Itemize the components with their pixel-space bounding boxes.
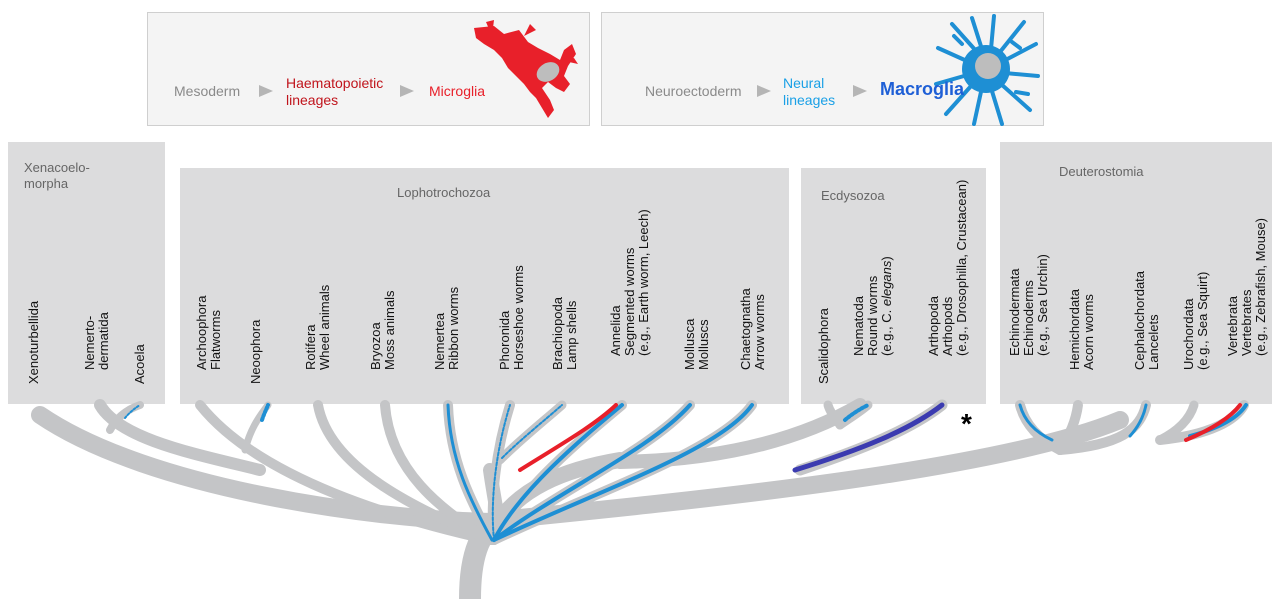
legend-neural-line1: Neural bbox=[783, 75, 825, 91]
group-title-xenacoelomorpha-1: Xenacoelo- bbox=[24, 160, 90, 175]
legend-microglia-box: Mesoderm Haematopoietic lineages Microgl… bbox=[147, 12, 590, 126]
neural-branch-echinodermata bbox=[1018, 403, 1054, 442]
arrow-right-icon bbox=[400, 85, 414, 97]
arrow-right-icon bbox=[757, 85, 771, 97]
asterisk-annotation: * bbox=[961, 408, 972, 439]
legend-origin-mesoderm: Mesoderm bbox=[174, 83, 241, 99]
branch-bryozoa bbox=[380, 400, 495, 545]
arrow-right-icon bbox=[853, 85, 867, 97]
arthropod-lineage-branch bbox=[792, 402, 945, 473]
neural-branch-mollusca bbox=[492, 403, 692, 542]
neural-branch-acoela bbox=[124, 404, 141, 419]
neural-branch-phoronida bbox=[491, 404, 511, 541]
legend-microglia-label: Microglia bbox=[429, 83, 486, 99]
neural-branch-neoophora bbox=[260, 403, 270, 422]
microglia-branch-annelida bbox=[518, 403, 618, 472]
legend-macroglia-label: Macroglia bbox=[880, 79, 965, 99]
group-deuterostomia: Deuterostomia bbox=[1000, 142, 1272, 404]
group-xenacoelomorpha: Xenacoelo- morpha bbox=[8, 142, 165, 404]
arrow-right-icon bbox=[259, 85, 273, 97]
group-title-deuterostomia: Deuterostomia bbox=[1059, 164, 1144, 179]
neural-branch-nematoda bbox=[843, 403, 870, 422]
branch-to-deuterostomia bbox=[491, 411, 1129, 529]
group-ecdysozoa: Ecdysozoa bbox=[801, 168, 986, 404]
microglia-branch-vertebrata bbox=[1184, 403, 1242, 442]
group-lophotrochozoa: Lophotrochozoa bbox=[180, 168, 789, 404]
legend-macroglia-box: Neuroectoderm Neural lineages Macroglia bbox=[601, 12, 1044, 126]
neural-branch-annelida bbox=[492, 403, 624, 542]
neural-branch-nemertea bbox=[446, 403, 494, 542]
legend-haematopoietic-line1: Haematopoietic bbox=[286, 75, 384, 91]
branch-platyhelminthes bbox=[195, 400, 495, 545]
microglia-cell-icon bbox=[474, 20, 578, 118]
neural-branch-cephalochordata bbox=[1128, 403, 1148, 438]
group-title-ecdysozoa: Ecdysozoa bbox=[821, 188, 885, 203]
legend-haematopoietic-line2: lineages bbox=[286, 92, 339, 108]
group-title-lophotrochozoa: Lophotrochozoa bbox=[397, 185, 491, 200]
neural-branch-chaetognatha bbox=[492, 403, 754, 542]
legend-neural-line2: lineages bbox=[783, 92, 836, 108]
legend-origin-neuroectoderm: Neuroectoderm bbox=[645, 83, 742, 99]
neural-branch-brachiopoda bbox=[501, 404, 563, 459]
macroglia-cell-icon bbox=[934, 14, 1040, 126]
branch-acoelomorpha bbox=[94, 399, 266, 476]
group-title-xenacoelomorpha-2: morpha bbox=[24, 176, 69, 191]
